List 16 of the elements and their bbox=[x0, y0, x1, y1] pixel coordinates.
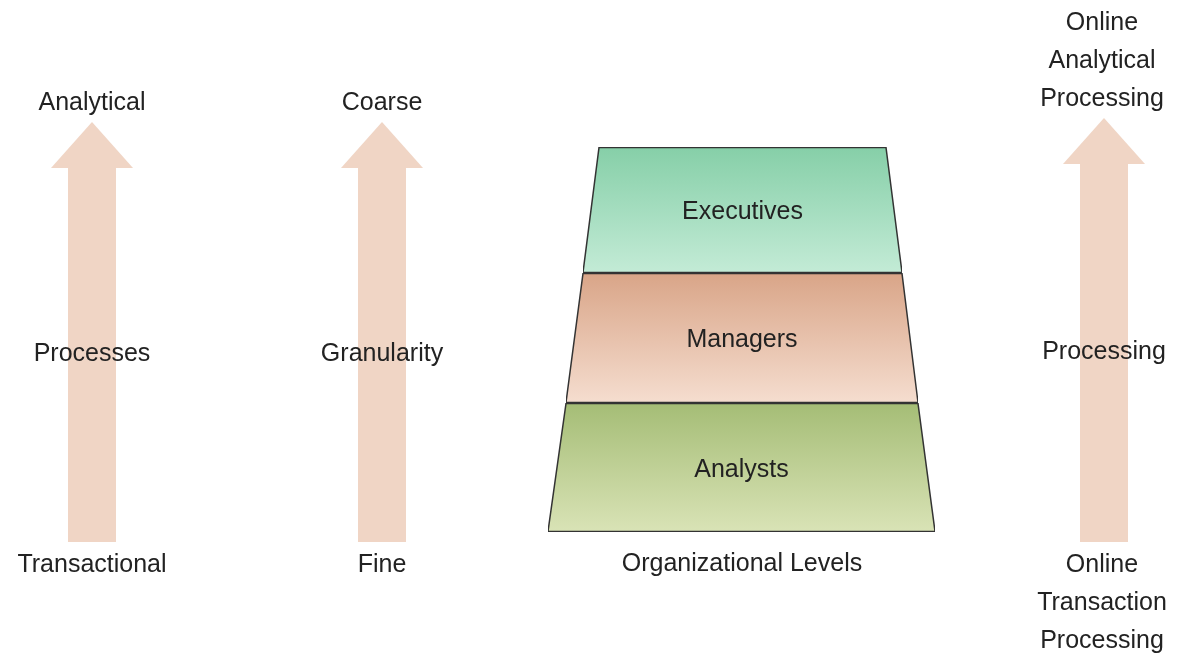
axis-label: Online Transaction Processing bbox=[1020, 544, 1184, 658]
edge-label: Processing bbox=[1042, 335, 1166, 366]
axis-label: Fine bbox=[290, 544, 474, 582]
block-arrow bbox=[51, 122, 133, 542]
axis-label: Online Analytical Processing bbox=[1020, 2, 1184, 116]
pyramid-level: Executives bbox=[681, 195, 804, 225]
axis-label: Coarse bbox=[290, 82, 474, 120]
axis-label: Analytical bbox=[0, 82, 184, 120]
pyramid-caption: Organizational Levels bbox=[621, 547, 863, 578]
pyramid-level: Managers bbox=[685, 323, 799, 353]
block-arrow bbox=[1063, 118, 1145, 542]
edge-label: Granularity bbox=[320, 337, 444, 368]
pyramid-level: Analysts bbox=[693, 453, 790, 482]
axis-label: Transactional bbox=[0, 544, 184, 582]
edge-label: Processes bbox=[33, 337, 151, 368]
block-arrow bbox=[341, 122, 423, 542]
